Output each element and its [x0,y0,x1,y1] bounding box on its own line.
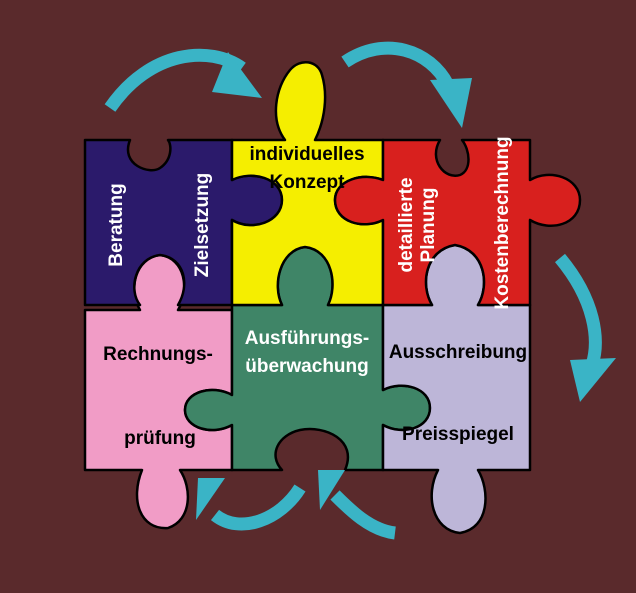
label-zielsetzung: Zielsetzung [192,173,213,278]
label-ausfuehrung-line2: überwachung [245,356,369,377]
arrowhead-top-right [430,78,472,128]
piece-planung-kosten [333,138,582,307]
bottom-left-arrow [210,484,306,531]
label-ausfuehrung-line1: Ausführungs- [245,328,370,349]
label-planung-line1: detaillierte [396,177,417,272]
top-right-arrow [341,41,454,89]
label-preisspiegel: Preisspiegel [402,424,514,445]
label-beratung: Beratung [106,183,127,266]
label-ausschreibung: Ausschreibung [389,342,527,363]
label-planung-line2: Planung [418,188,439,263]
arrowhead-bottom-middle [318,470,345,510]
arrowhead-top-left [212,52,262,98]
label-rechnungs-line1: Rechnungs- [103,344,213,365]
label-kostenberechnung: Kostenberechnung [492,136,513,309]
right-arrow [554,253,602,367]
arrowhead-bottom-left [196,478,225,520]
label-konzept-line1: individuelles [249,144,364,165]
label-konzept-line2: Konzept [270,172,346,193]
bottom-middle-arrow [330,490,397,540]
label-rechnungs-line2: prüfung [124,428,196,449]
arrowhead-right [570,358,616,402]
